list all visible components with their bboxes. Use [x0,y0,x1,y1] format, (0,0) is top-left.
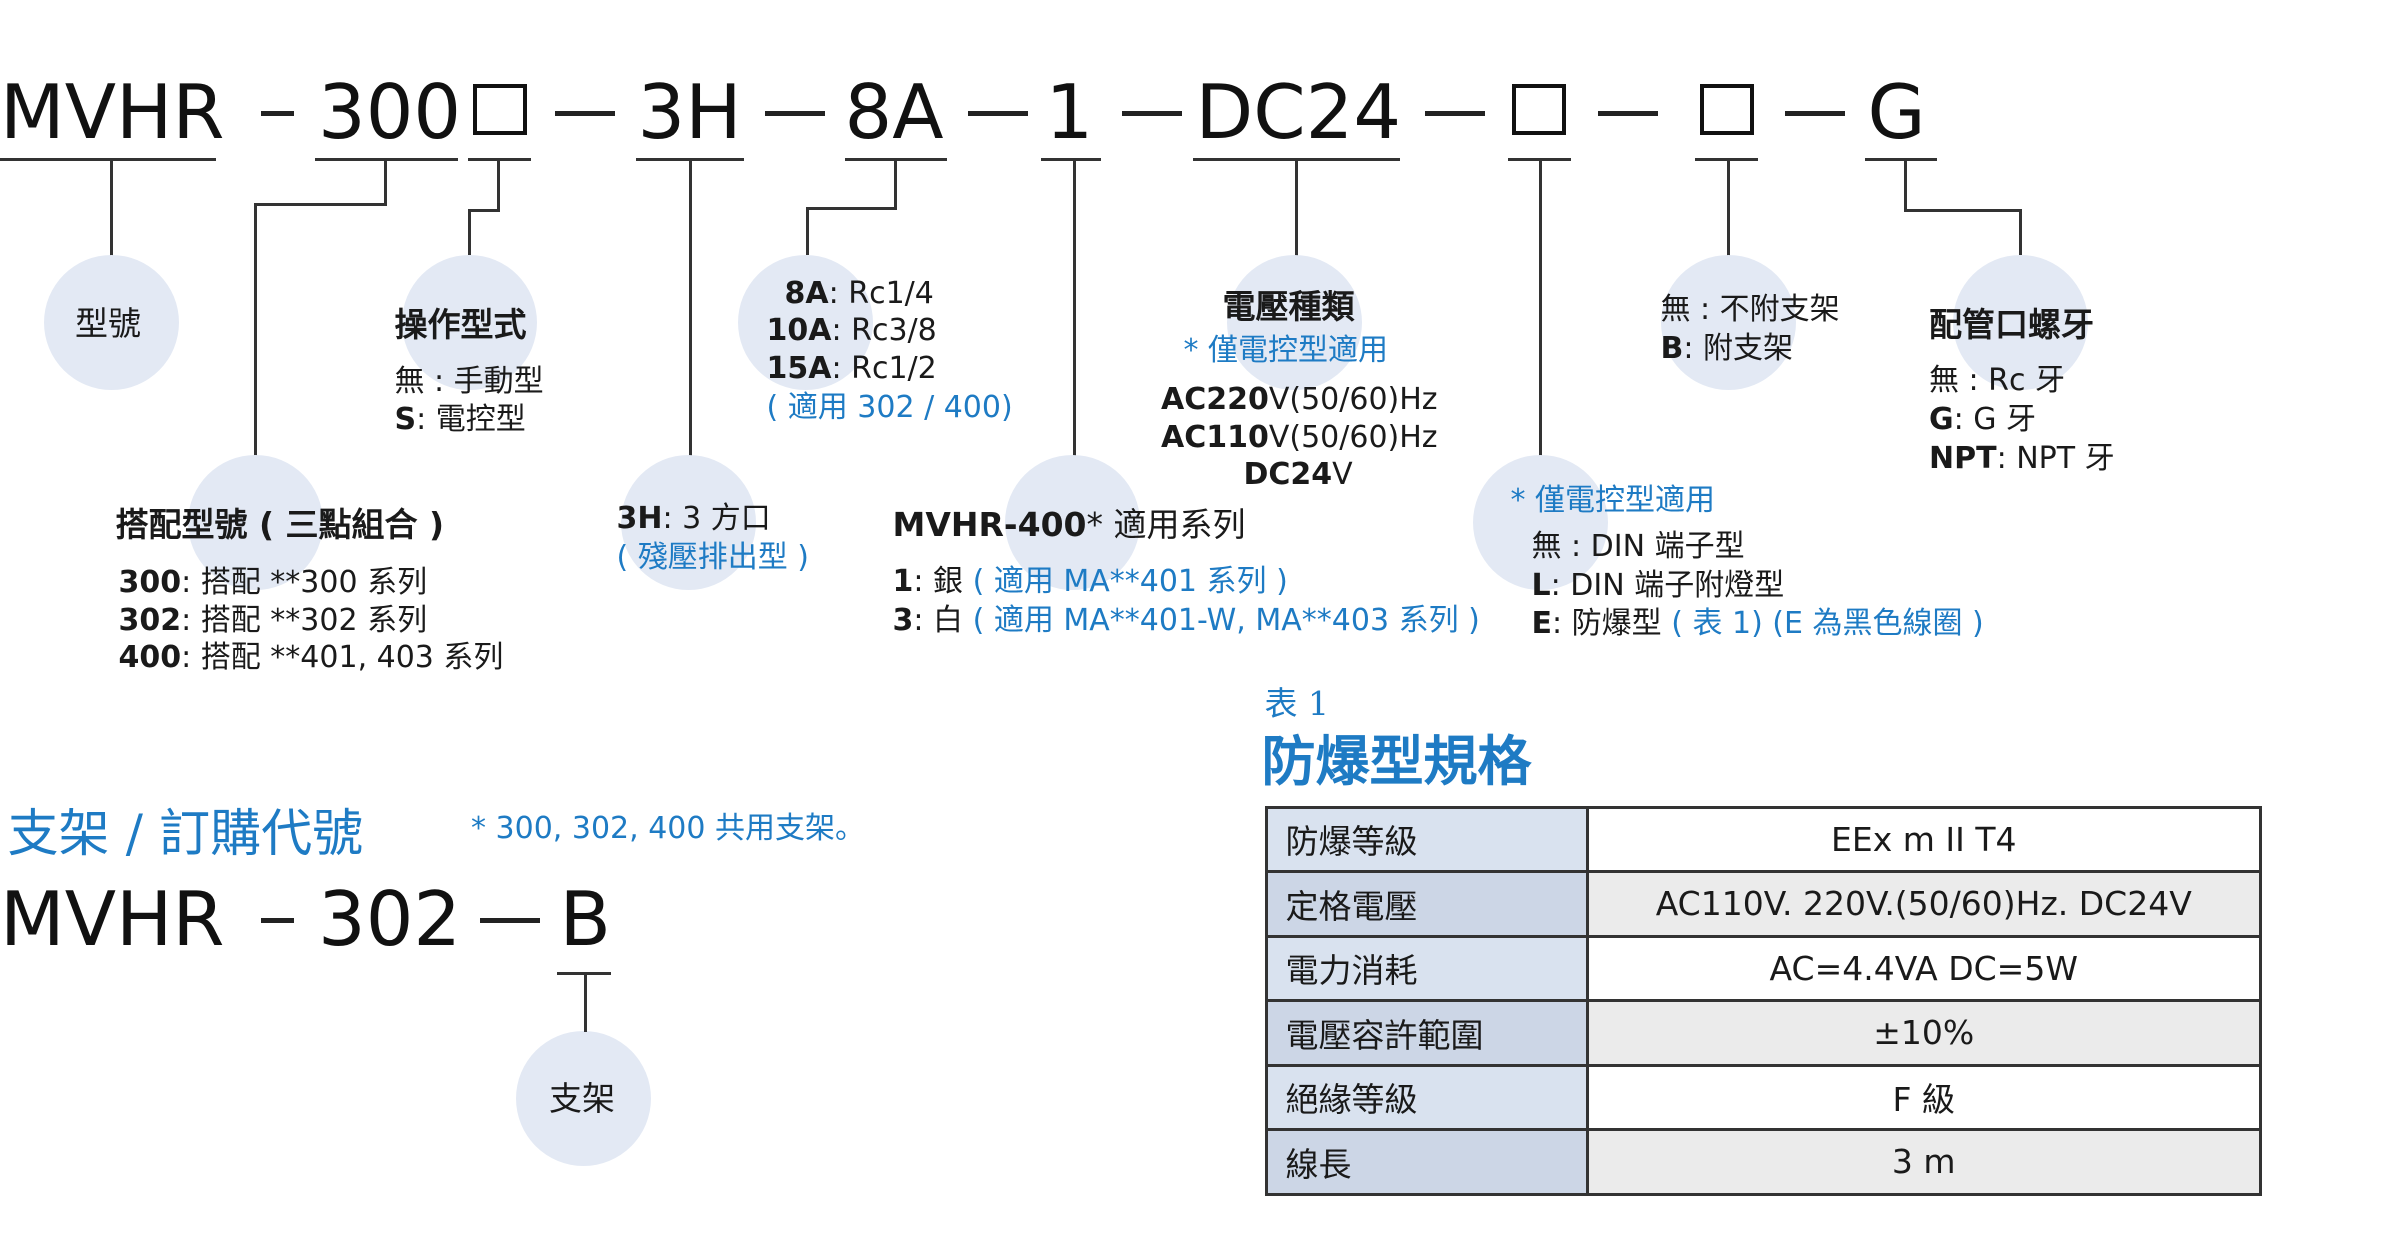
voltage-title: 電壓種類 [1222,287,1355,326]
port3h-row: 3H: 3 方口 [616,500,771,536]
circle-bg [43,255,179,390]
circle-bg [738,255,873,390]
mvhr400-row: 1: 銀 ( 適用 MA**401 系列 ) [892,563,1288,599]
terminal-note: * 僅電控型適用 [1510,482,1716,518]
code-1: 1 [1045,68,1094,156]
mvhr400-row: 3: 白 ( 適用 MA**401-W, MA**403 系列 ) [892,602,1480,638]
thread-row: 無 : Rc 牙 [1929,362,2066,398]
circle-bg [1473,454,1608,590]
spec-key: 防爆等級 [1264,805,1589,873]
code-box-operation [472,84,527,135]
label-model: 型號 [75,303,141,343]
bracket-order-title: 支架 / 訂購代號 [7,805,364,864]
bracket-label: 支架 [549,1079,615,1118]
thread-row: NPT: NPT 牙 [1929,440,2115,476]
spec-key: 絕緣等級 [1264,1063,1589,1131]
operation-none: 無 : 手動型 [394,364,544,399]
terminal-row: 無 : DIN 端子型 [1531,529,1745,564]
operation-title: 操作型式 [394,305,527,344]
voltage-row: AC110V(50/60)Hz [1161,419,1438,455]
voltage-row: DC24V [1243,457,1353,492]
spec-key: 線長 [1264,1128,1589,1196]
spec-key: 電壓容許範圍 [1264,999,1589,1067]
underline [1041,157,1101,161]
spec-value: EEx m II T4 [1585,805,2262,873]
match-row: 300: 搭配 **300 系列 [118,565,428,600]
spec-key: 電力消耗 [1264,934,1589,1002]
spec-value: F 級 [1585,1063,2262,1131]
circle-bg [1953,255,2088,390]
code-300: 300 [318,68,462,156]
port-size-row: 8A: Rc1/4 [784,275,934,311]
match-title: 搭配型號 ( 三點組合 ) [115,504,445,544]
code-box-bracket [1699,84,1754,135]
bracket-none: 無 : 不附支架 [1660,292,1840,327]
spec-value: AC110V. 220V.(50/60)Hz. DC24V [1585,870,2262,938]
dash [261,918,294,923]
dash [967,111,1028,116]
bracket-code-b: B [559,875,611,963]
table-row: 電壓容許範圍±10% [1264,999,2262,1067]
underline [1864,157,1937,161]
port-size-row: 10A: Rc3/8 [766,313,937,348]
voltage-row: AC220V(50/60)Hz [1161,382,1438,417]
page: MVHR 300 3H 8A 1 DC24 G [0,68,2262,1196]
port-size-note: ( 適用 302 / 400) [766,389,1013,425]
spec-value: ±10% [1585,999,2262,1067]
code-g: G [1867,68,1926,156]
circle-bg [402,255,537,390]
dash [555,111,615,116]
spec-value: AC=4.4VA DC=5W [1585,934,2262,1002]
code-3h: 3H [637,68,742,156]
dash [765,111,825,116]
dash [1425,111,1485,116]
underline [0,157,216,161]
spec-value: 3 m [1585,1128,2262,1196]
thread-row: G: G 牙 [1929,401,2037,437]
code-box-terminal [1512,84,1566,135]
dash [1122,111,1182,116]
spec-key: 定格電壓 [1264,870,1589,938]
circle-bg [516,1030,651,1166]
voltage-note: * 僅電控型適用 [1183,332,1389,368]
port-size-row: 15A: Rc1/2 [766,350,937,386]
code-8a: 8A [844,68,944,156]
code-mvhr: MVHR [0,68,225,156]
dash [480,918,540,923]
match-row: 302: 搭配 **302 系列 [118,602,428,638]
dash [1785,111,1845,116]
circle-bg [1660,255,1796,390]
mvhr400-title: MVHR-400* 適用系列 [892,504,1246,544]
bracket-code-mvhr: MVHR [0,875,225,963]
match-row: 400: 搭配 **401, 403 系列 [118,640,504,675]
dash [1597,111,1658,116]
terminal-row: E: 防爆型 ( 表 1) (E 為黑色線圈 ) [1531,605,1984,641]
circle-bg [187,454,323,590]
circle-bg [1227,255,1362,390]
terminal-row: L: DIN 端子附燈型 [1531,568,1785,603]
bracket-code-302: 302 [318,875,462,963]
spec-caption-small: 表 1 [1264,683,1330,723]
circle-bg [621,454,756,590]
thread-title: 配管口螺牙 [1929,305,2094,344]
port3h-note: ( 殘壓排出型 ) [616,539,809,575]
circle-bg [1005,454,1140,590]
underline [468,157,531,161]
operation-s: S: 電控型 [394,401,526,437]
spec-caption-large: 防爆型規格 [1261,729,1532,793]
bracket-b: B: 附支架 [1660,331,1794,366]
dash [261,111,294,116]
bracket-order-note: * 300, 302, 400 共用支架。 [471,811,865,846]
code-dc24: DC24 [1195,68,1402,156]
